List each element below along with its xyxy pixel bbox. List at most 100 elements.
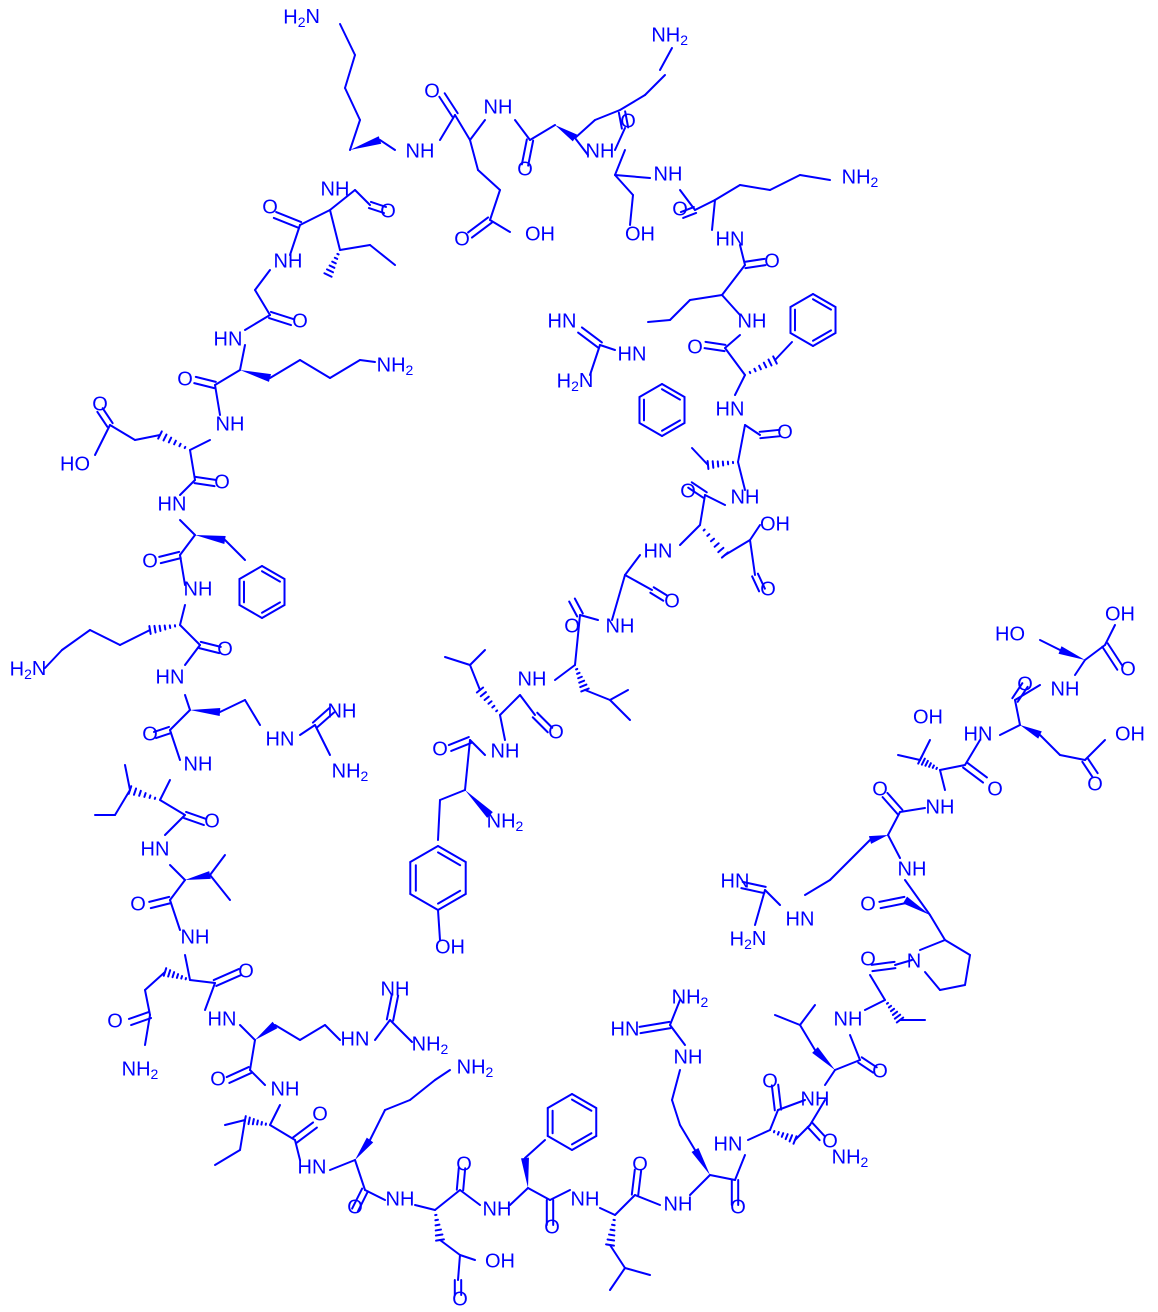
bond	[624, 1267, 651, 1276]
bond	[614, 149, 626, 176]
double-bond	[743, 257, 766, 263]
bond	[184, 644, 201, 666]
bond	[614, 127, 626, 151]
bond	[1039, 734, 1061, 756]
carbonyl-o-label: O	[860, 893, 876, 915]
double-bond	[467, 216, 490, 234]
bond	[89, 629, 121, 646]
double-bond	[652, 586, 668, 597]
double-bond	[292, 1121, 315, 1139]
phe-ring	[546, 1135, 573, 1151]
double-bond	[130, 1017, 153, 1027]
hash-bond	[577, 675, 583, 680]
hash-bond	[167, 436, 173, 444]
bond	[609, 689, 629, 701]
bond	[609, 1267, 626, 1291]
bond	[939, 764, 966, 771]
amide-nh-label: HN	[716, 398, 745, 420]
arg-nh-label: HN	[341, 1028, 370, 1050]
phe-ring	[571, 1135, 598, 1151]
hash-bond	[148, 794, 152, 799]
bond	[734, 1154, 746, 1181]
tyr-amine-label: NH2	[487, 810, 524, 833]
carbonyl-o-label: O	[1120, 658, 1136, 680]
bond	[849, 839, 871, 861]
bond	[214, 384, 221, 416]
hash-bond	[132, 787, 138, 796]
phe-ring	[238, 604, 263, 619]
tyr-oh-label: OH	[435, 936, 465, 958]
bond	[1104, 624, 1116, 646]
double-bond	[756, 572, 766, 590]
amide-nh-label: NH	[1051, 678, 1080, 700]
amide-nh-label: NH	[406, 140, 435, 162]
amide-nh-label: NH	[484, 96, 513, 118]
amide-nh-label: NH	[483, 1198, 512, 1220]
bond	[477, 169, 501, 191]
double-bond	[741, 880, 767, 888]
glu-oh-label: OH	[1115, 723, 1145, 745]
hash-bond	[487, 700, 493, 705]
carbonyl-o-label: O	[760, 578, 776, 600]
arg-imine-label: HN	[611, 1018, 640, 1040]
hash-bond	[578, 679, 586, 684]
double-bond	[568, 600, 579, 618]
hash-bond	[748, 370, 752, 375]
bond	[439, 114, 456, 141]
bond	[944, 939, 971, 956]
bond	[554, 664, 576, 681]
wedge-bond	[255, 1021, 278, 1040]
asn-amide-label: NH2	[832, 1146, 869, 1169]
double-bond	[857, 1061, 875, 1074]
bond	[254, 269, 271, 291]
hash-bond	[483, 695, 490, 701]
hash-bond	[576, 671, 581, 675]
bond	[669, 999, 681, 1026]
amide-nh-label: HN	[644, 540, 673, 562]
bond	[144, 989, 151, 1016]
amide-nh-label: NH	[606, 615, 635, 637]
carbonyl-o-label: O	[632, 1153, 648, 1175]
gln-amide-label: NH2	[122, 1058, 159, 1081]
hash-bond	[256, 1119, 259, 1126]
double-bond	[450, 741, 473, 752]
double-bond	[638, 1020, 671, 1028]
amide-nh-label: HN	[964, 723, 993, 745]
amide-nh-label: NH	[926, 796, 955, 818]
amide-nh-label: NH	[386, 1188, 415, 1210]
hash-bond	[153, 624, 157, 634]
bond	[964, 739, 981, 766]
bond	[509, 1187, 529, 1206]
bond	[619, 94, 646, 111]
amide-nh-label: NH	[731, 486, 760, 508]
lys-amine-label: H2N	[10, 658, 47, 681]
bond	[114, 789, 131, 816]
bond	[414, 1204, 436, 1211]
bond	[359, 359, 376, 363]
carbonyl-o-label: O	[544, 1216, 560, 1238]
double-bond	[438, 95, 454, 118]
bond	[169, 879, 186, 901]
amide-nh-label: NH	[184, 578, 213, 600]
double-bond	[367, 207, 385, 215]
hash-bond	[776, 1131, 780, 1136]
double-bond	[870, 960, 896, 966]
bond	[574, 614, 581, 666]
bond	[469, 739, 486, 756]
bond	[499, 714, 506, 741]
bond	[269, 359, 301, 379]
phe-ring	[661, 419, 682, 432]
carbonyl-o-label: O	[380, 200, 396, 222]
wedge-bond	[355, 1137, 374, 1160]
bond	[219, 699, 246, 713]
bond	[589, 344, 601, 376]
double-bond	[682, 211, 698, 219]
bond	[609, 1244, 626, 1269]
bond	[324, 1024, 341, 1041]
double-bond	[470, 221, 493, 239]
double-bond	[527, 139, 535, 167]
hash-bond	[162, 433, 168, 442]
arg-imine-label: NH	[328, 700, 357, 722]
